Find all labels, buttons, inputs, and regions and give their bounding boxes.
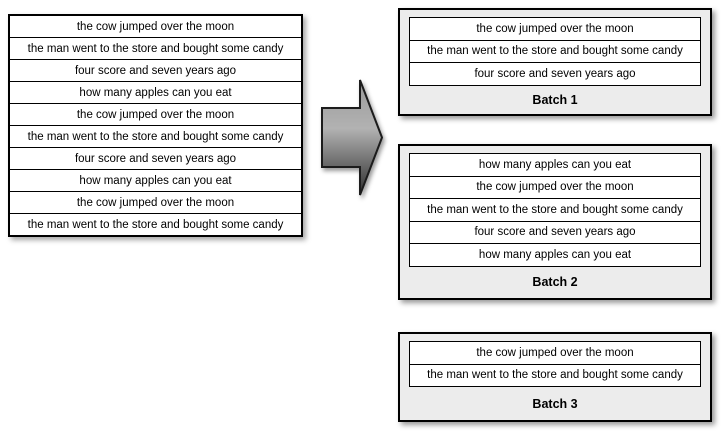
table-row: the cow jumped over the moon	[410, 175, 700, 198]
table-row: the cow jumped over the moon	[10, 191, 301, 213]
table-row: the cow jumped over the moon	[410, 18, 700, 40]
table-row: the cow jumped over the moon	[10, 103, 301, 125]
table-row: four score and seven years ago	[410, 62, 700, 85]
batch-2-label: Batch 2	[532, 275, 578, 290]
table-row: the man went to the store and bought som…	[10, 213, 301, 235]
table-row: the man went to the store and bought som…	[410, 363, 700, 386]
right-block-arrow-shape	[321, 79, 384, 196]
right-block-arrow-svg	[321, 79, 384, 196]
batch-3-label: Batch 3	[532, 396, 578, 411]
table-row: the man went to the store and bought som…	[10, 37, 301, 59]
batch-1-label: Batch 1	[532, 92, 578, 107]
table-row: the cow jumped over the moon	[10, 16, 301, 37]
table-row: the man went to the store and bought som…	[10, 125, 301, 147]
table-row: the man went to the store and bought som…	[410, 39, 700, 62]
table-row: how many apples can you eat	[410, 154, 700, 176]
table-row: how many apples can you eat	[10, 81, 301, 103]
table-row: the man went to the store and bought som…	[410, 198, 700, 221]
table-row: the cow jumped over the moon	[410, 342, 700, 364]
right-block-arrow-icon	[320, 77, 384, 198]
table-row: four score and seven years ago	[10, 59, 301, 81]
table-row: four score and seven years ago	[10, 147, 301, 169]
table-row: how many apples can you eat	[410, 243, 700, 266]
table-row: how many apples can you eat	[10, 169, 301, 191]
table-row: four score and seven years ago	[410, 220, 700, 243]
